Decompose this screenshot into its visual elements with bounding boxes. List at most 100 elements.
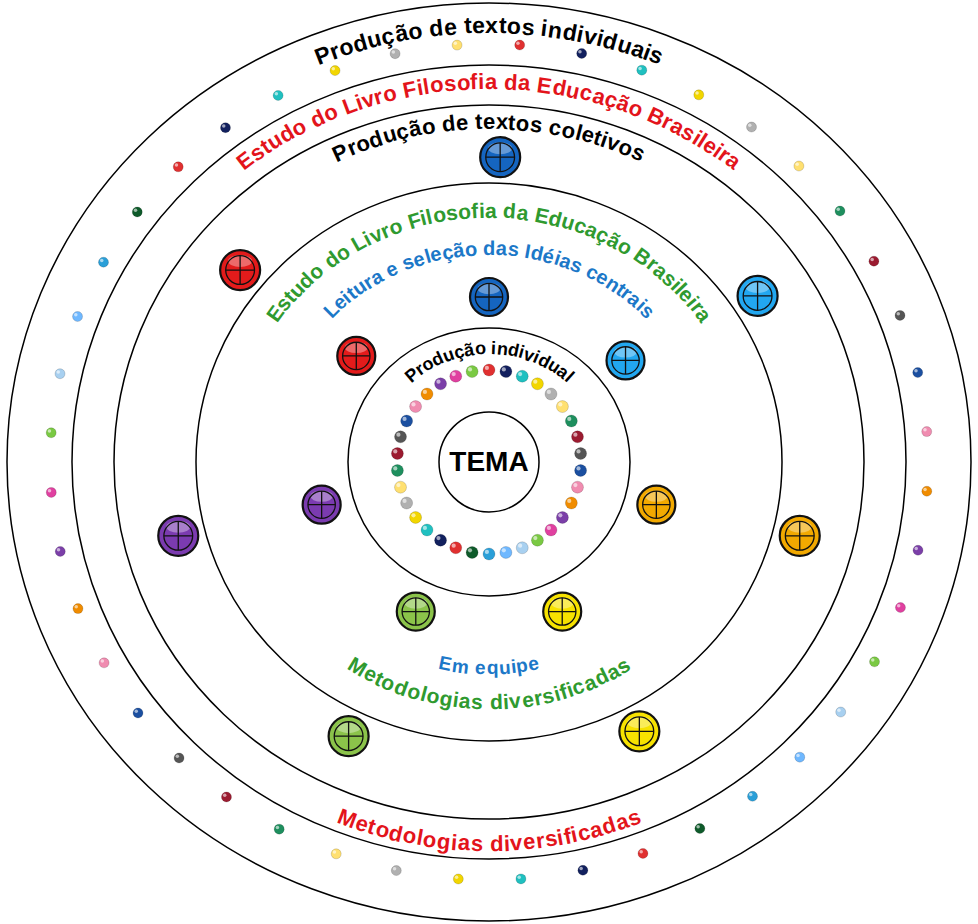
- dot-body: [516, 370, 528, 382]
- dot-highlight: [74, 313, 78, 317]
- letter: d: [306, 104, 329, 133]
- dot: [516, 370, 528, 382]
- letter: t: [365, 814, 380, 841]
- letter: l: [670, 278, 692, 299]
- letter: e: [698, 132, 723, 160]
- dot-highlight: [579, 867, 583, 871]
- dot: [575, 464, 587, 476]
- letter: r: [642, 252, 664, 277]
- letter: i: [491, 337, 497, 359]
- letter: [393, 253, 408, 277]
- team-symbol: [480, 137, 520, 177]
- symbol-inner-ring: [743, 281, 772, 310]
- symbol-inner-ring: [549, 598, 576, 625]
- dot-body: [545, 524, 557, 536]
- letter: p: [515, 653, 530, 678]
- letter: e: [520, 686, 535, 712]
- letter: i: [631, 294, 651, 315]
- dot: [401, 415, 413, 427]
- letter: e: [428, 241, 444, 267]
- dot: [391, 448, 403, 460]
- letter: t: [508, 109, 517, 135]
- dot: [450, 370, 462, 382]
- letter: d: [546, 204, 565, 231]
- letter: s: [627, 139, 649, 168]
- dot: [421, 388, 433, 400]
- letter: [398, 210, 412, 236]
- ring-circle: TEMA: [438, 411, 540, 513]
- letter: t: [371, 665, 388, 691]
- letter: l: [424, 204, 435, 230]
- letter: [527, 200, 537, 226]
- symbol-body: [738, 276, 778, 316]
- letter: d: [391, 673, 412, 701]
- dot-body: [913, 368, 923, 378]
- symbol-body: [337, 337, 375, 375]
- dot-body: [421, 388, 433, 400]
- dot-highlight: [578, 50, 582, 54]
- dot: [273, 90, 283, 100]
- dot-body: [575, 464, 587, 476]
- letter: M: [343, 651, 371, 681]
- dot: [174, 753, 184, 763]
- dot-body: [273, 90, 283, 100]
- dot: [99, 658, 109, 668]
- symbol-body: [470, 278, 508, 316]
- symbol-body: [480, 137, 520, 177]
- dot-highlight: [48, 489, 52, 493]
- letter: a: [515, 199, 530, 225]
- dot-highlight: [222, 124, 226, 128]
- dot-body: [637, 65, 647, 75]
- dot-body: [391, 448, 403, 460]
- dot-highlight: [518, 544, 522, 548]
- dot: [55, 369, 65, 379]
- dot-body: [421, 524, 433, 536]
- dot: [435, 378, 447, 390]
- letter: ç: [451, 340, 466, 364]
- team-symbol: [397, 593, 435, 631]
- dot-body: [221, 792, 231, 802]
- dot-body: [330, 66, 340, 76]
- letter: f: [471, 198, 479, 223]
- letter: o: [380, 80, 399, 109]
- letter: o: [506, 11, 522, 40]
- dot-body: [571, 431, 583, 443]
- letter: o: [625, 94, 647, 123]
- dot: [435, 534, 447, 546]
- dot-body: [55, 546, 65, 556]
- letter: e: [674, 282, 700, 307]
- letter: i: [503, 830, 510, 856]
- letter: [577, 256, 592, 280]
- letter: a: [485, 69, 497, 95]
- dot: [571, 481, 583, 493]
- letter: o: [464, 236, 478, 261]
- dot: [500, 546, 512, 558]
- dot-body: [565, 497, 577, 509]
- dot-body: [73, 311, 83, 321]
- dot: [46, 428, 56, 438]
- letter: o: [372, 816, 392, 845]
- letter: a: [582, 216, 603, 244]
- team-symbols: [158, 137, 819, 756]
- dot-body: [795, 752, 805, 762]
- symbol-body: [619, 711, 659, 751]
- dot-body: [453, 874, 463, 884]
- letter: [483, 689, 489, 714]
- letter: i: [502, 689, 510, 714]
- dot: [98, 257, 108, 267]
- letter: d: [427, 13, 444, 42]
- letter: i: [530, 346, 543, 368]
- letter: o: [385, 212, 406, 240]
- symbol-cross: [643, 491, 670, 518]
- letter: u: [262, 127, 287, 156]
- dot-highlight: [567, 417, 571, 421]
- dot-highlight: [836, 208, 840, 212]
- letter: c: [582, 259, 603, 285]
- symbol-body: [220, 250, 260, 290]
- letter: i: [336, 286, 356, 308]
- letter: [483, 831, 489, 857]
- symbol-inner-ring: [612, 347, 639, 374]
- letter: i: [594, 24, 607, 53]
- dot-highlight: [57, 548, 61, 552]
- letter: a: [666, 113, 689, 142]
